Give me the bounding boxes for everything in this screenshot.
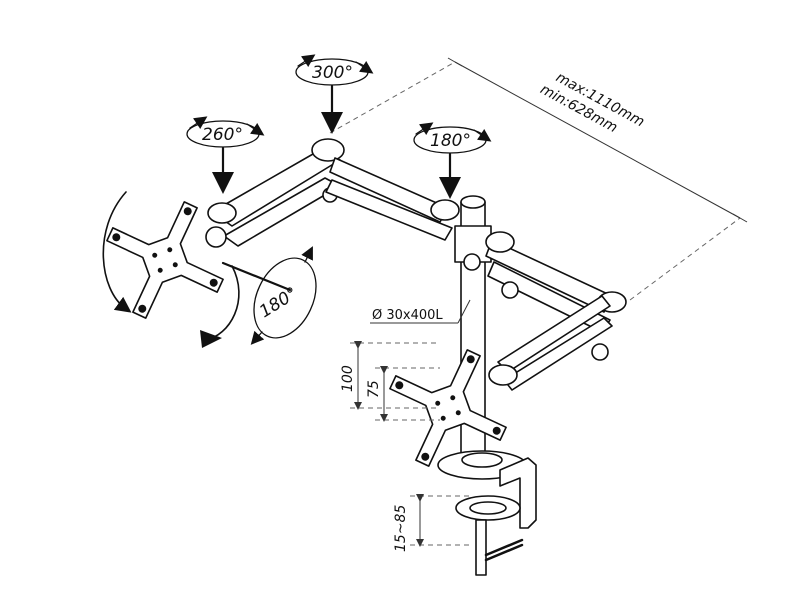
rotation-180-top-label: 180° [430, 131, 471, 151]
length-labels: max:1110mm min:628mm [537, 69, 646, 136]
pole-spec-label: Ø 30x400L [372, 308, 443, 323]
rotation-180-side-label: 180° [256, 284, 301, 323]
pole-spec-callout: Ø 30x400L [370, 299, 471, 324]
upper-arm-left [205, 138, 345, 248]
desk-clamp [455, 457, 537, 576]
rotation-260-indicator: 260° [186, 116, 265, 194]
height-dimensions: 100 75 [340, 341, 440, 422]
rotation-300-indicator: 300° [295, 54, 374, 134]
height-100-label: 100 [340, 365, 356, 392]
upper-arm-right [485, 231, 627, 391]
rotation-260-label: 260° [202, 125, 243, 145]
length-dimension [329, 57, 748, 301]
clamp-range-dimension: 15~85 [393, 494, 470, 552]
left-vesa-plate [106, 201, 224, 319]
rotation-300-label: 300° [312, 63, 353, 83]
tilt-arrow-icon [200, 330, 222, 348]
height-75-label: 75 [366, 380, 382, 398]
right-vesa-plate [389, 349, 507, 467]
tilt-arcs [102, 191, 240, 348]
upper-arm-middle [325, 157, 492, 271]
rotation-180-top-indicator: 180° [413, 122, 492, 199]
clamp-range-label: 15~85 [393, 505, 409, 552]
